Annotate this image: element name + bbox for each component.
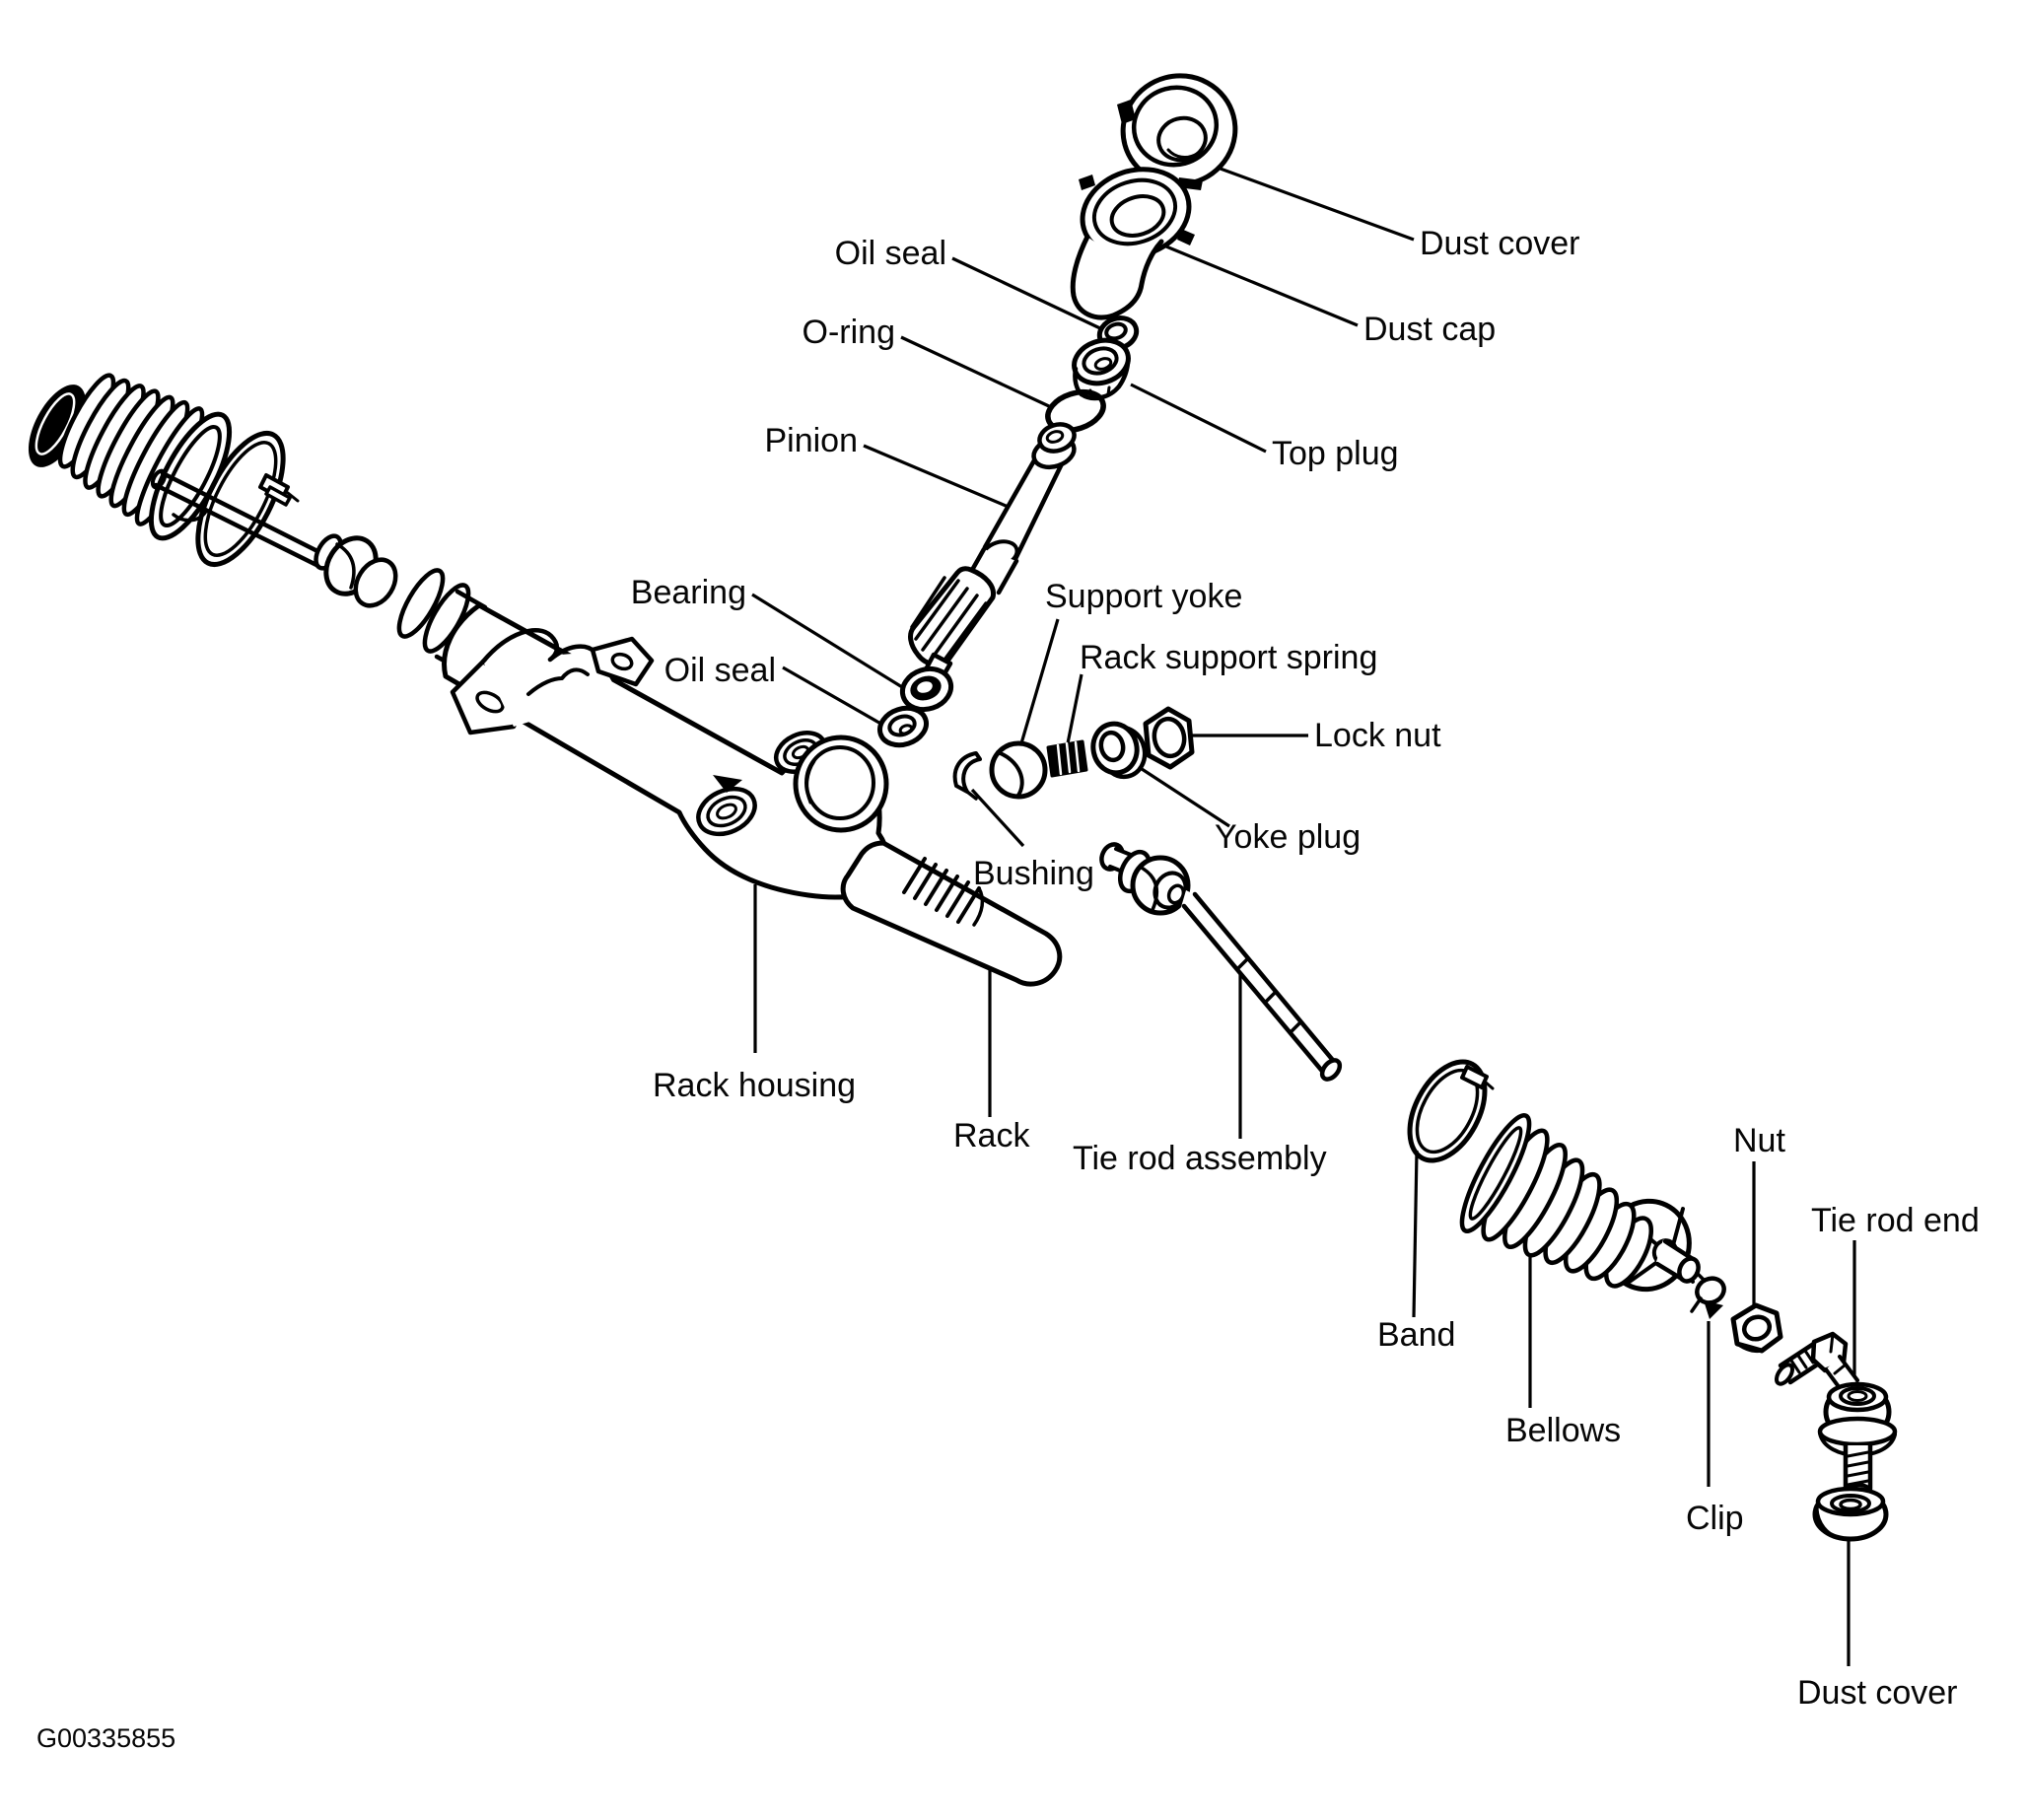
tie-rod-assembly-label: Tie rod assembly [1073, 1140, 1327, 1177]
rack-support-spring-drawing [1046, 739, 1088, 778]
dust-cover-drawing [1117, 73, 1238, 190]
left-bellows-drawing [28, 373, 233, 541]
dust-cover-bottom-label: Dust cover [1797, 1674, 1958, 1712]
bearing-drawing [899, 665, 954, 713]
bottom-dust-cover-drawing [1812, 1486, 1889, 1542]
tie-rod-end-label: Tie rod end [1811, 1202, 1980, 1239]
bearing-leader [751, 593, 908, 692]
yoke-plug-leader [1135, 763, 1230, 828]
bushing-drawing [952, 751, 982, 801]
pinion-label: Pinion [764, 422, 858, 459]
rack-housing-label: Rack housing [653, 1067, 856, 1104]
bearing-label: Bearing [631, 574, 746, 611]
support-yoke-drawing [989, 740, 1048, 800]
left-band-drawing [195, 430, 300, 568]
bellows-label: Bellows [1505, 1412, 1621, 1449]
band-leader [1412, 1150, 1419, 1318]
support-yoke-label: Support yoke [1045, 578, 1242, 615]
bushing-label: Bushing [973, 855, 1094, 892]
band-label: Band [1377, 1316, 1455, 1354]
oil-seal-top-leader [951, 256, 1103, 331]
pinion-leader [863, 444, 1018, 513]
leader-lines [751, 166, 1856, 1666]
clip-label: Clip [1686, 1500, 1744, 1537]
oil-seal-label: Oil seal [664, 652, 776, 689]
top-plug-leader [1130, 383, 1267, 454]
o-ring-leader [900, 335, 1050, 408]
oil-seal-top-label: Oil seal [835, 235, 946, 272]
o-ring-label: O-ring [803, 314, 895, 351]
bellows-drawing [1459, 1112, 1701, 1293]
tie-rod-assembly-drawing [1099, 842, 1343, 1082]
lock-nut-label: Lock nut [1314, 717, 1441, 754]
yoke-plug-drawing [1090, 721, 1148, 780]
housing-eye-icon [696, 786, 757, 837]
bushing-leader [970, 788, 1025, 848]
o-ring-drawing [1045, 388, 1106, 434]
support-yoke-leader [1019, 618, 1060, 744]
yoke-plug-label: Yoke plug [1215, 818, 1361, 856]
tie-rod-end-drawing [1775, 1331, 1898, 1497]
dust-cap-leader [1160, 243, 1359, 327]
dust-cap-label: Dust cap [1363, 311, 1496, 348]
rack-drawing [840, 840, 1063, 987]
figure-code: G00335855 [36, 1723, 175, 1753]
nut-drawing [1730, 1302, 1783, 1354]
nut-label: Nut [1733, 1122, 1785, 1159]
dust-cover-top-label: Dust cover [1420, 225, 1580, 262]
dust-cover-top-leader [1217, 166, 1415, 242]
rack-support-spring-label: Rack support spring [1080, 639, 1377, 676]
left-tie-rod-drawing [150, 468, 488, 674]
rack-support-spring-leader [1066, 673, 1083, 744]
oil-seal-drawing [877, 705, 929, 748]
dust-cap-drawing [1070, 167, 1195, 320]
clip-drawing [1690, 1271, 1726, 1319]
lock-nut-drawing [1143, 706, 1195, 770]
top-plug-label: Top plug [1272, 435, 1399, 472]
rack-housing-drawing [442, 602, 891, 900]
rack-label: Rack [953, 1117, 1030, 1155]
pinion-drawing [908, 422, 1077, 689]
mounting-bracket-drawing [450, 627, 655, 735]
oil-seal-leader [782, 665, 885, 728]
band-drawing [1407, 1059, 1495, 1163]
